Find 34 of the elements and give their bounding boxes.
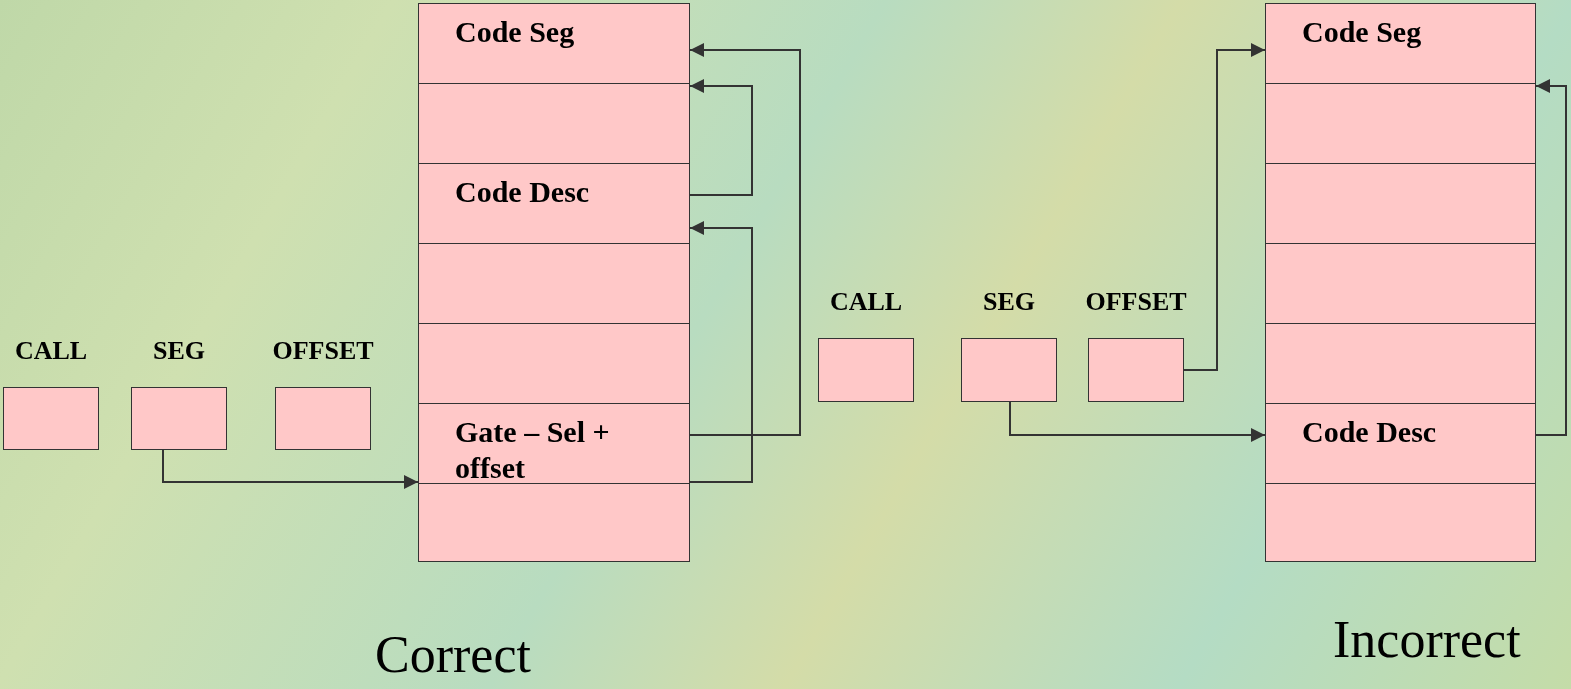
table-row xyxy=(418,403,690,484)
arrow xyxy=(1009,401,1266,442)
arrow xyxy=(689,79,753,196)
table-row xyxy=(1265,483,1536,562)
register-label: OFFSET xyxy=(1085,287,1187,317)
arrow xyxy=(1535,79,1567,436)
arrow xyxy=(162,449,419,489)
table-row xyxy=(1265,403,1536,484)
table-row xyxy=(1265,83,1536,164)
caption-label: Incorrect xyxy=(1333,610,1521,669)
row-label: Code Desc xyxy=(1302,414,1437,450)
row-label: Code Seg xyxy=(1302,14,1422,50)
register-label: CALL xyxy=(829,287,903,317)
arrow xyxy=(1183,43,1266,371)
table-row xyxy=(418,163,690,244)
register-label: SEG xyxy=(983,287,1035,317)
row-label: Gate – Sel + offset xyxy=(455,414,611,486)
table-row xyxy=(1265,323,1536,404)
arrow xyxy=(689,221,753,483)
table-row xyxy=(1265,3,1536,84)
caption-label: Correct xyxy=(375,625,531,684)
row-label: Code Seg xyxy=(455,14,575,50)
register-label: OFFSET xyxy=(272,336,374,366)
table-row xyxy=(1265,243,1536,324)
table-row xyxy=(418,483,690,562)
register-label: CALL xyxy=(14,336,88,366)
table-row xyxy=(418,3,690,84)
register-label: SEG xyxy=(153,336,205,366)
table-row xyxy=(418,83,690,164)
table-row xyxy=(418,243,690,324)
arrow xyxy=(689,43,801,436)
table-row xyxy=(1265,163,1536,244)
row-label: Code Desc xyxy=(455,174,590,210)
table-row xyxy=(418,323,690,404)
